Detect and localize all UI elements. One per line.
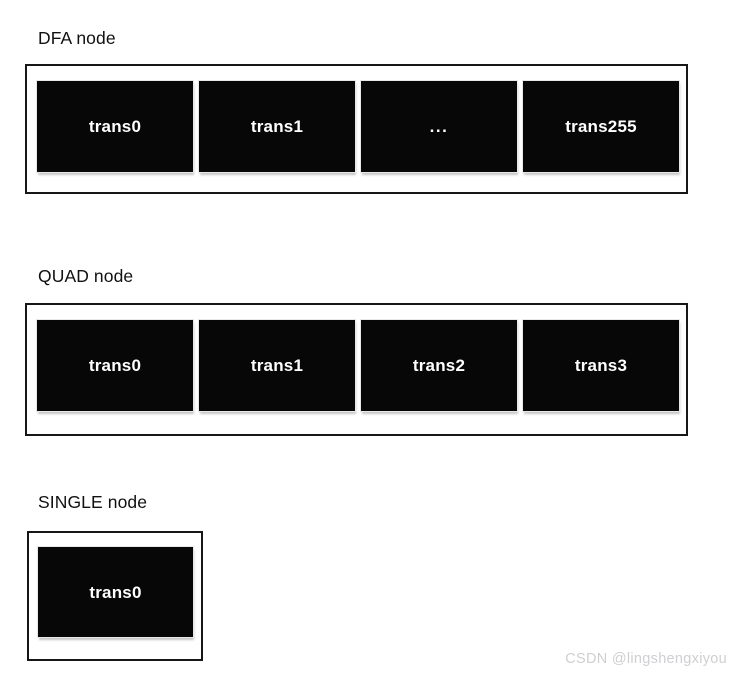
quad-cell-trans1: trans1	[198, 319, 356, 412]
single-cell-trans0: trans0	[37, 546, 194, 638]
csdn-watermark: CSDN @lingshengxiyou	[565, 650, 727, 667]
cell-label: trans2	[412, 356, 466, 375]
dfa-cell-trans255: trans255	[522, 80, 680, 173]
dfa-cell-ellipsis: ...	[360, 80, 518, 173]
quad-cells-row: trans0 trans1 trans2 trans3	[36, 319, 680, 412]
single-cells-row: trans0	[37, 546, 194, 638]
quad-node-label: QUAD node	[38, 266, 134, 286]
cell-label: ...	[429, 117, 449, 136]
dfa-cell-trans0: trans0	[36, 80, 194, 173]
quad-cell-trans0: trans0	[36, 319, 194, 412]
cell-label: trans0	[89, 582, 142, 602]
dfa-cells-row: trans0 trans1 ... trans255	[36, 80, 680, 173]
quad-cell-trans3: trans3	[522, 319, 680, 412]
cell-label: trans0	[88, 117, 142, 136]
cell-label: trans3	[574, 356, 628, 375]
dfa-cell-trans1: trans1	[198, 80, 356, 173]
quad-cell-trans2: trans2	[360, 319, 518, 412]
quad-node-box: trans0 trans1 trans2 trans3	[25, 303, 688, 436]
cell-label: trans0	[88, 356, 142, 375]
single-node-label: SINGLE node	[38, 492, 148, 512]
cell-label: trans255	[565, 117, 637, 136]
dfa-node-box: trans0 trans1 ... trans255	[25, 64, 688, 194]
single-node-box: trans0	[27, 531, 203, 661]
cell-label: trans1	[250, 356, 304, 375]
cell-label: trans1	[250, 117, 304, 136]
dfa-node-label: DFA node	[38, 28, 116, 48]
